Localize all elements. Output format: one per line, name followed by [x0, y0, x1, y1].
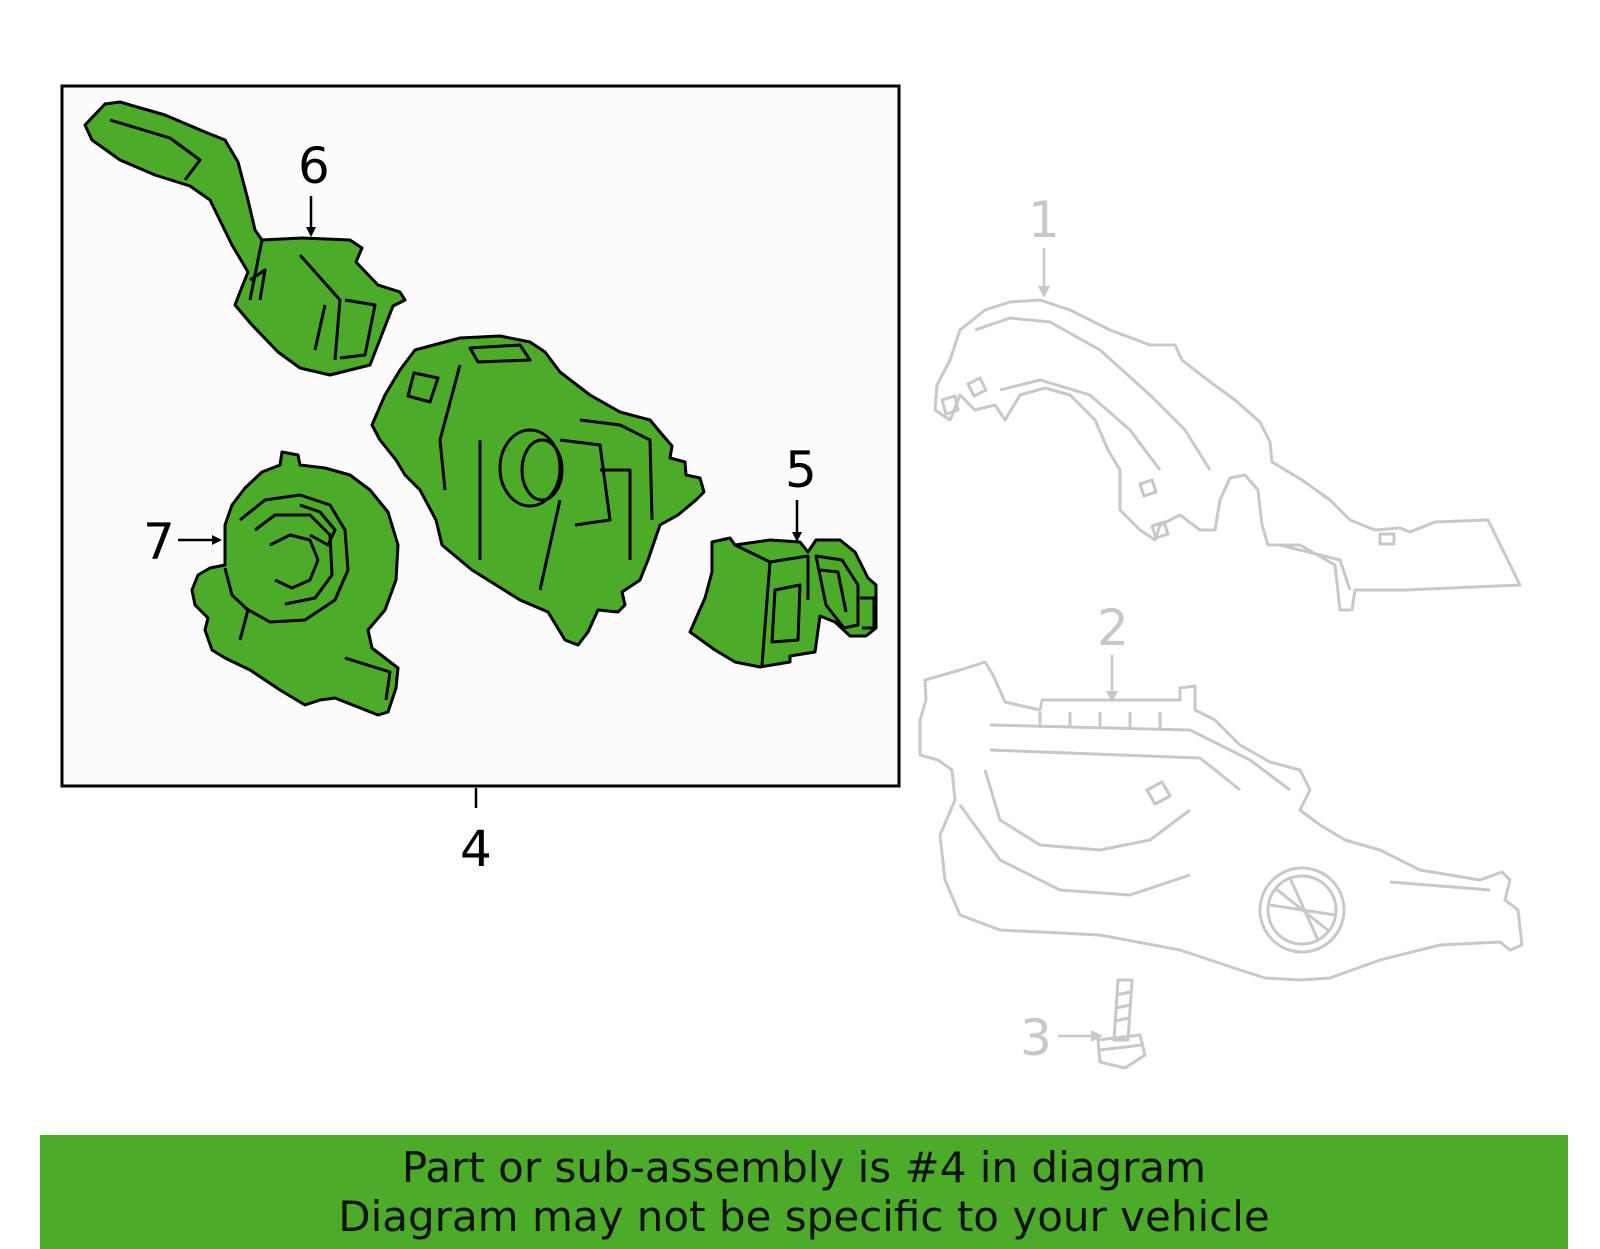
part-1-upper-shroud — [933, 298, 1522, 612]
part-3-bolt — [1096, 978, 1147, 1070]
part-4-switch-housing — [370, 334, 706, 647]
callout-7: 7 — [143, 513, 175, 571]
callout-6: 6 — [298, 137, 330, 195]
callout-1: 1 — [1028, 191, 1060, 249]
banner-line-disclaimer: Diagram may not be specific to your vehi… — [338, 1192, 1270, 1241]
part-6-stalk-switch — [83, 100, 407, 377]
callout-2: 2 — [1097, 599, 1129, 657]
callout-5: 5 — [785, 441, 817, 499]
banner-line-part: Part or sub-assembly is #4 in diagram — [401, 1143, 1207, 1192]
part-7-clockspring — [190, 450, 400, 717]
callout-4: 4 — [460, 820, 492, 878]
info-banner: Part or sub-assembly is #4 in diagram Di… — [40, 1135, 1568, 1249]
part-2-lower-shroud — [918, 660, 1524, 982]
part-5-stalk-switch — [688, 536, 878, 669]
callout-3: 3 — [1020, 1009, 1052, 1067]
